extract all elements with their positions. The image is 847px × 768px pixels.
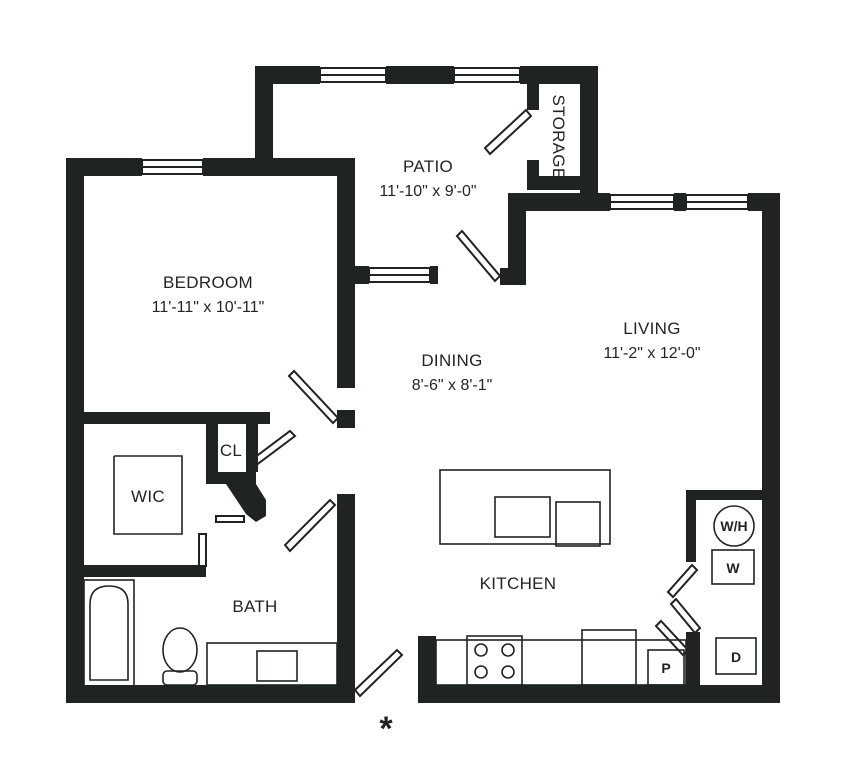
door-bath xyxy=(283,498,337,553)
door-wic xyxy=(215,515,245,523)
wall-east xyxy=(762,193,780,703)
wall-south-right xyxy=(418,685,780,703)
labels: PATIO 11'-10" x 9'-0" STORAGE BEDROOM 11… xyxy=(131,95,748,748)
wall-storage-bottom xyxy=(527,176,598,190)
wall-bedroom-top-left xyxy=(66,158,142,176)
label-wic: WIC xyxy=(131,487,165,506)
label-living: LIVING xyxy=(623,319,681,338)
entry-marker: * xyxy=(379,710,393,748)
wall-laundry-pillar xyxy=(686,632,700,685)
door-laundry-1 xyxy=(666,563,699,599)
label-closet: CL xyxy=(220,441,242,460)
windows xyxy=(141,67,749,283)
wall-patio-top-left xyxy=(255,66,320,84)
wall-closet-angle xyxy=(226,484,266,522)
wall-dining-window-stub xyxy=(355,266,369,284)
wall-laundry-top xyxy=(686,490,762,500)
door-laundry-2 xyxy=(669,597,702,635)
wall-wic-bath xyxy=(84,565,206,577)
label-bath: BATH xyxy=(232,597,277,616)
range xyxy=(466,635,523,686)
door-storage xyxy=(483,108,533,156)
label-storage: STORAGE xyxy=(549,95,568,180)
label-dining: DINING xyxy=(421,351,482,370)
wall-living-top-left xyxy=(510,193,610,211)
wall-patio-top-right xyxy=(520,66,598,84)
label-dining-dims: 8'-6" x 8'-1" xyxy=(412,377,493,394)
wall-dining-window-end xyxy=(430,266,438,284)
label-patio-dims: 11'-10" x 9'-0" xyxy=(379,183,476,200)
wall-storage-left xyxy=(527,84,539,110)
wall-west xyxy=(66,158,84,703)
dishwasher xyxy=(555,501,601,547)
interior-lines xyxy=(83,455,757,687)
label-dryer: D xyxy=(731,649,741,665)
label-living-dims: 11'-2" x 12'-0" xyxy=(603,345,700,362)
label-pantry: P xyxy=(661,660,670,676)
wall-laundry-left xyxy=(686,490,696,562)
wall-bedroom-south xyxy=(84,412,270,424)
water-heater xyxy=(713,505,755,547)
wic-shelf xyxy=(113,455,183,535)
label-washer: W xyxy=(726,560,740,576)
door-entry xyxy=(353,648,404,698)
door-pantry xyxy=(654,619,690,657)
wall-closet-right xyxy=(246,424,258,472)
door-closet xyxy=(248,429,297,468)
door-patio xyxy=(455,229,502,283)
wall-patio-top-mid xyxy=(386,66,454,84)
wall-kitchen-return xyxy=(418,636,436,703)
wall-closet-left xyxy=(206,424,218,482)
bathtub xyxy=(83,579,135,687)
toilet-tank xyxy=(162,670,198,686)
bathtub-inner xyxy=(89,585,129,681)
label-bedroom-dims: 11'-11" x 10'-11" xyxy=(152,299,265,316)
refrigerator xyxy=(581,629,637,686)
label-patio: PATIO xyxy=(403,157,453,176)
washer-box xyxy=(711,549,755,585)
wall-living-top-right xyxy=(674,193,686,211)
label-water-heater: W/H xyxy=(720,518,747,534)
door-wic-bath xyxy=(198,533,207,567)
walls xyxy=(66,66,780,703)
wall-bath-east xyxy=(337,494,355,703)
wall-storage-right xyxy=(580,66,598,211)
kitchen-sink xyxy=(494,496,551,538)
wall-bedroom-east-stub xyxy=(337,410,355,428)
wall-patio-bottom-corner xyxy=(500,268,526,285)
doors xyxy=(198,108,702,698)
dryer-box xyxy=(715,637,757,675)
bath-vanity xyxy=(206,642,338,686)
label-kitchen: KITCHEN xyxy=(480,574,557,593)
wall-patio-left xyxy=(255,66,273,176)
wall-patio-step xyxy=(508,193,526,285)
wall-bedroom-top-right xyxy=(203,158,355,176)
wall-south-left xyxy=(66,685,355,703)
door-bedroom xyxy=(287,369,340,425)
wall-closet-bottom xyxy=(206,472,256,484)
label-bedroom: BEDROOM xyxy=(163,273,253,292)
bath-sink xyxy=(256,650,298,682)
pantry-box xyxy=(647,649,685,686)
kitchen-island xyxy=(439,469,611,545)
kitchen-counter xyxy=(435,639,687,686)
wall-bedroom-east xyxy=(337,158,355,388)
toilet-bowl xyxy=(162,627,198,673)
